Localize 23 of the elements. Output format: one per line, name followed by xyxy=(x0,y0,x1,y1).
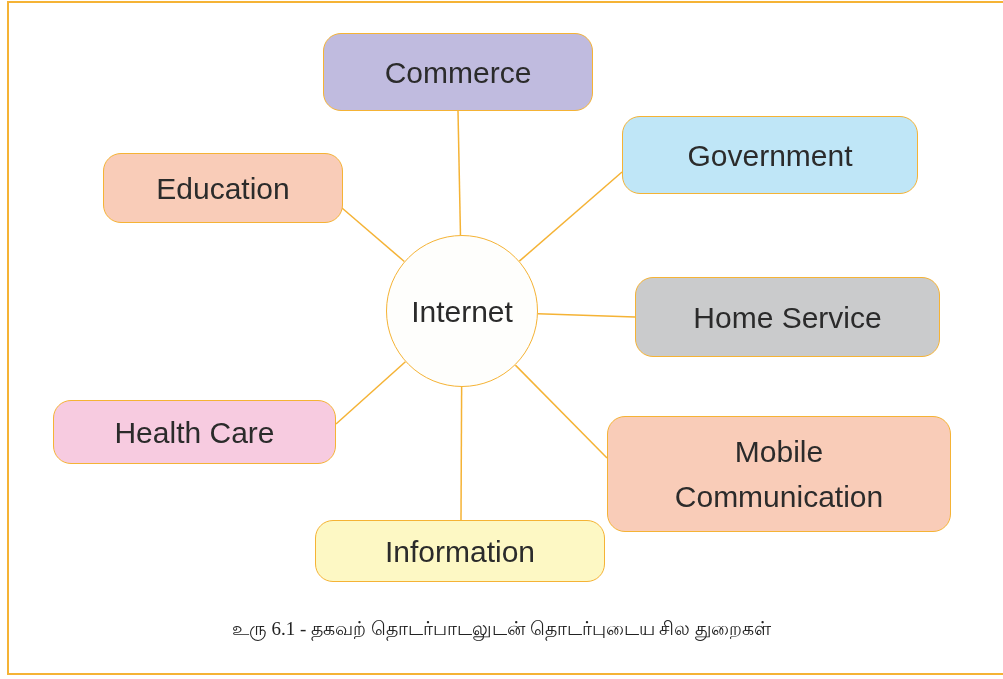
topic-box xyxy=(323,33,593,111)
node-label: Health Care xyxy=(113,414,276,451)
topic-box xyxy=(103,153,343,223)
topic-box xyxy=(53,400,336,464)
connector-line xyxy=(457,110,462,236)
figure-caption: உரு 6.1 - தகவற் தொடர்பாடலுடன் தொடர்புடைய சில துறைகள் xyxy=(230,618,773,642)
node-label: Information xyxy=(383,533,537,570)
node-label: Government xyxy=(686,137,854,174)
node-label: Internet xyxy=(410,293,514,330)
connector-line xyxy=(537,312,636,318)
topic-box xyxy=(622,116,918,194)
connector-line xyxy=(514,364,608,459)
connector-line xyxy=(518,171,623,262)
node-label: Mobile Communication xyxy=(673,434,885,515)
connector-line xyxy=(341,207,406,263)
node-label: Education xyxy=(155,170,291,207)
topic-box xyxy=(635,277,940,357)
node-label: Commerce xyxy=(383,54,533,91)
topic-box xyxy=(315,520,605,582)
connector-line xyxy=(335,361,407,425)
node-label: Home Service xyxy=(692,299,883,336)
topic-box xyxy=(607,416,951,532)
connector-line xyxy=(460,386,463,521)
